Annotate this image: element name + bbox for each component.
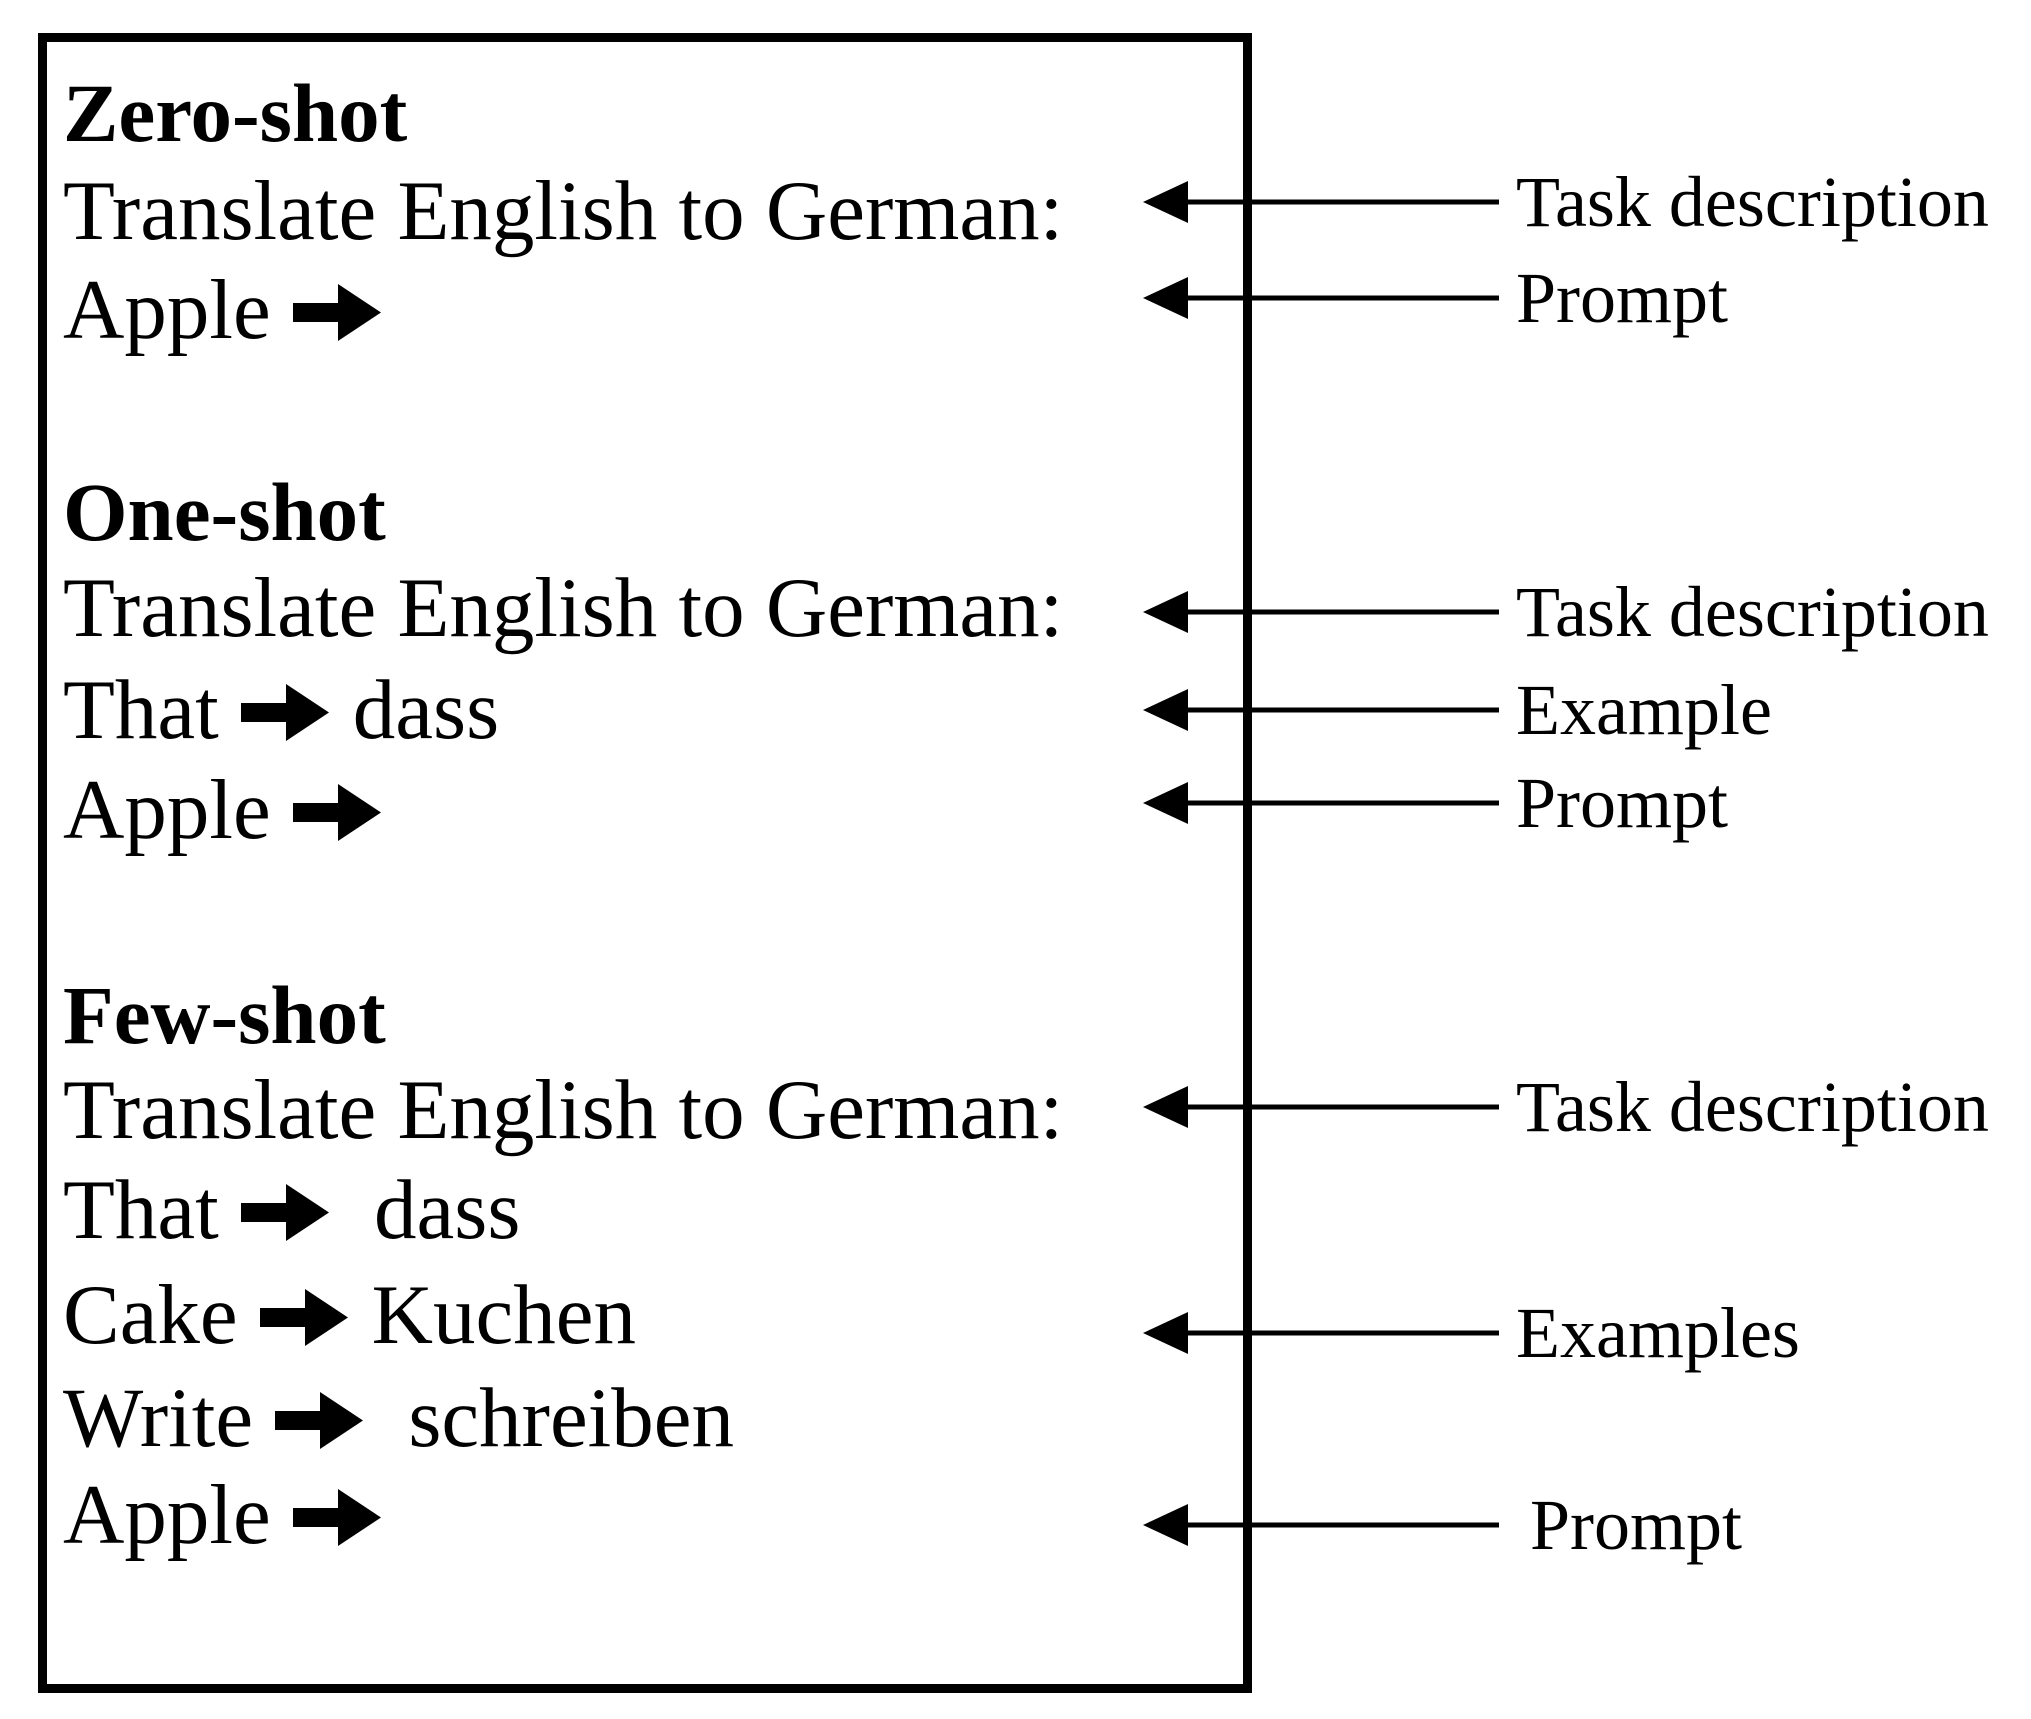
prompt-line: Write schreiben xyxy=(63,1368,734,1468)
prompt-line: Translate English to German: xyxy=(63,558,1063,658)
section-heading-zero-shot: Zero-shot xyxy=(63,67,408,159)
prompt-line-source: Write xyxy=(63,1371,254,1465)
annotation-label: Task description xyxy=(1516,1067,1989,1147)
left-arrow-icon xyxy=(1143,1086,1499,1128)
right-arrow-icon xyxy=(292,1488,381,1546)
left-arrow-icon xyxy=(1143,689,1499,731)
prompt-line-target: dass xyxy=(352,1163,521,1257)
annotation-row: Task description xyxy=(1128,162,1989,242)
annotation-row: Examples xyxy=(1128,1293,1800,1373)
right-arrow-icon xyxy=(240,1183,329,1241)
prompt-line: Cake Kuchen xyxy=(63,1265,636,1365)
annotation-label: Task description xyxy=(1516,162,1989,242)
left-arrow-icon xyxy=(1143,277,1499,319)
right-arrow-icon xyxy=(240,683,329,741)
right-arrow-icon xyxy=(292,783,381,841)
prompt-line-source: Cake xyxy=(63,1268,238,1362)
prompt-line-text: Translate English to German: xyxy=(63,164,1064,258)
prompt-line: Translate English to German: xyxy=(63,161,1063,261)
annotation-label: Prompt xyxy=(1516,763,1729,843)
left-arrow-icon xyxy=(1143,591,1499,633)
annotation-row: Prompt xyxy=(1128,1485,1743,1565)
left-arrow-icon xyxy=(1143,1312,1499,1354)
prompt-line-source: That xyxy=(63,663,219,757)
right-arrow-icon xyxy=(292,283,381,341)
prompt-line: Apple xyxy=(63,260,405,360)
right-arrow-icon xyxy=(275,1391,364,1449)
section-heading-few-shot: Few-shot xyxy=(63,969,386,1061)
annotation-label: Prompt xyxy=(1516,258,1729,338)
left-arrow-icon xyxy=(1143,782,1499,824)
left-arrow-icon xyxy=(1143,181,1499,223)
left-arrow-icon xyxy=(1143,1504,1499,1546)
prompt-line-source: Apple xyxy=(63,263,271,357)
prompt-line: Apple xyxy=(63,760,405,860)
annotation-row: Task description xyxy=(1128,1067,1989,1147)
annotation-row: Task description xyxy=(1128,572,1989,652)
annotation-label: Examples xyxy=(1516,1293,1800,1373)
prompt-line: Apple xyxy=(63,1465,405,1565)
prompt-line: Translate English to German: xyxy=(63,1060,1063,1160)
prompt-line-source: Apple xyxy=(63,763,271,857)
prompt-line-source: That xyxy=(63,1163,219,1257)
prompt-line-target: dass xyxy=(352,663,500,757)
prompt-line-text: Translate English to German: xyxy=(63,1063,1064,1157)
annotation-row: Example xyxy=(1128,670,1772,750)
annotation-row: Prompt xyxy=(1128,258,1729,338)
prompt-box xyxy=(38,33,1252,1693)
prompt-line: That dass xyxy=(63,660,499,760)
prompt-line-target: schreiben xyxy=(387,1371,735,1465)
annotation-label: Task description xyxy=(1516,572,1989,652)
annotation-label: Prompt xyxy=(1530,1485,1743,1565)
prompt-line-source: Apple xyxy=(63,1468,271,1562)
right-arrow-icon xyxy=(259,1288,348,1346)
annotation-label: Example xyxy=(1516,670,1772,750)
prompt-line: That dass xyxy=(63,1160,520,1260)
annotation-row: Prompt xyxy=(1128,763,1729,843)
prompt-line-target: Kuchen xyxy=(371,1268,636,1362)
section-heading-one-shot: One-shot xyxy=(63,466,386,558)
prompt-line-text: Translate English to German: xyxy=(63,561,1064,655)
